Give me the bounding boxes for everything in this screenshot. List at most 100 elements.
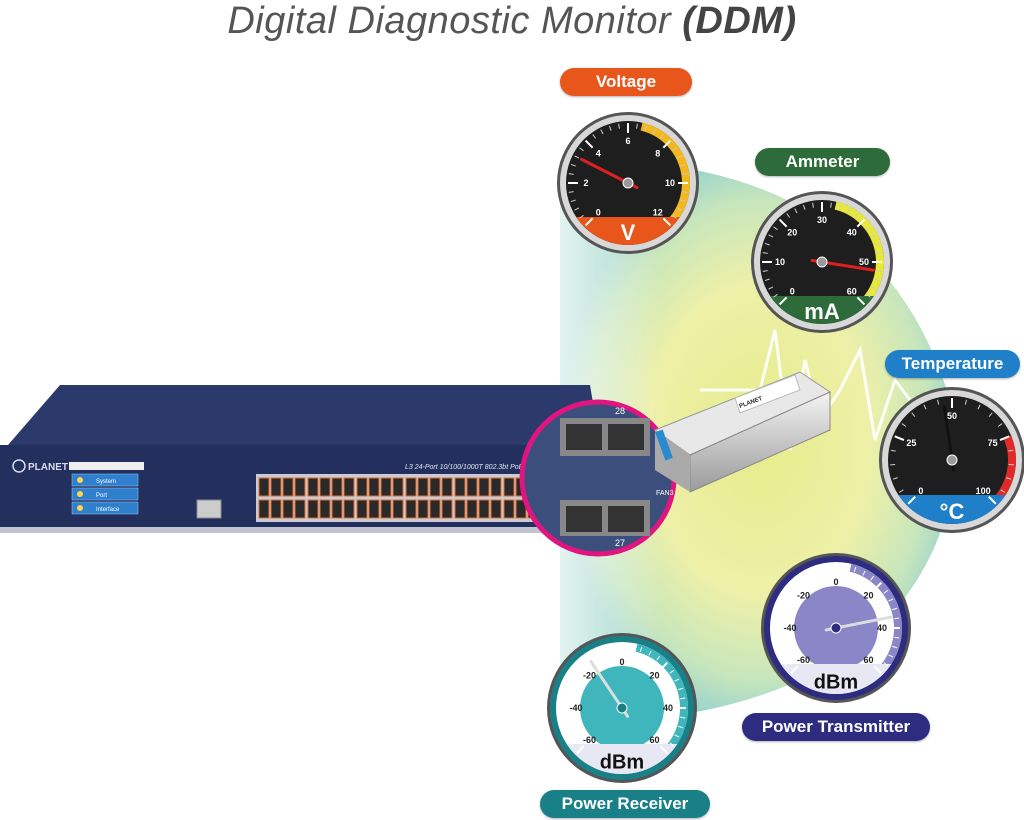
gauge-tick-label: 0 (596, 208, 601, 218)
gauge-tick-label: -40 (569, 703, 582, 713)
gauge-tick (608, 125, 612, 131)
sfp-port-28-label: 28 (615, 406, 625, 416)
gauge-tick (656, 655, 661, 661)
rj45-port (429, 477, 441, 497)
gauge-tick (564, 734, 570, 738)
gauge-tick (870, 234, 876, 238)
gauge-tick (773, 226, 778, 231)
menu-button-system (71, 473, 139, 487)
gauge-needle-hub (830, 622, 842, 634)
gauge-tick (662, 139, 672, 149)
gauge-label-ammeter: Ammeter (755, 148, 890, 176)
gauge-tick (583, 655, 588, 661)
gauge-tick (652, 129, 656, 135)
switch-model-text: L3 24-Port 10/100/1000T 802.3bt PoE (405, 464, 524, 471)
gauge-tick (764, 278, 770, 282)
gauge-label-voltage: Voltage (560, 68, 692, 96)
menu-button-port (71, 487, 139, 501)
gauge-tick (584, 139, 594, 149)
rj45-port (307, 477, 319, 497)
gauge-tick (600, 129, 604, 135)
gauge-tick (883, 589, 889, 594)
gauge-tick (838, 204, 842, 210)
gauge-tick (762, 252, 768, 254)
gauge-tick (558, 697, 564, 700)
gauge-tick (677, 687, 684, 691)
gauge-tick-label: 4 (596, 148, 601, 158)
gauge-tick-label: 75 (988, 438, 998, 448)
rj45-port (282, 499, 294, 519)
gauge-unit-label: dBm (814, 672, 858, 694)
gauge-tick-label: -40 (783, 623, 796, 633)
rj45-port (270, 477, 282, 497)
rj45-port (392, 477, 404, 497)
gauge-tick (825, 564, 828, 570)
gauge-tick (964, 399, 967, 405)
gauge-tick (576, 662, 585, 671)
gauge-tick (937, 399, 940, 405)
gauge-tick (894, 435, 905, 442)
menu-icon (77, 477, 83, 483)
gauge-tick (772, 636, 778, 639)
rj45-port (441, 499, 453, 519)
gauge-tick (768, 286, 774, 290)
menu-icon (77, 505, 83, 511)
gauge-unit-plate (770, 296, 874, 325)
gauge-tick (680, 716, 686, 719)
gauge-needle-hub (816, 256, 828, 268)
rj45-port (380, 499, 392, 519)
gauge-tick (999, 435, 1010, 442)
rj45-port (294, 499, 306, 519)
rj45-port (356, 499, 368, 519)
gauge-tick-label: 40 (877, 623, 887, 633)
gauge-needle-hub (946, 454, 958, 466)
gauge-tick-label: -60 (583, 735, 596, 745)
gauge-tick (773, 293, 778, 298)
gauge-tick-label: 10 (665, 178, 675, 188)
gauge-unit-label: mA (804, 299, 840, 324)
gauge-tick (630, 644, 633, 650)
rj45-port (258, 477, 270, 497)
gauge-tick (680, 697, 686, 700)
gauge-tick (592, 134, 597, 139)
gauge-tick (1008, 449, 1014, 452)
gauge-tick (674, 678, 680, 682)
gauge-label-temperature: Temperature (885, 350, 1020, 378)
rj45-port (319, 477, 331, 497)
gauge-unit-plate (566, 744, 678, 774)
gauge-tick (883, 662, 889, 667)
gauge-tick-label: 8 (655, 148, 660, 158)
gauge-tick-label: -60 (797, 655, 810, 665)
gauge-tick (830, 202, 832, 208)
gauge-tick (618, 123, 620, 129)
rj45-port (380, 477, 392, 497)
gauge-tick (772, 617, 778, 620)
gauge-tick (898, 489, 904, 493)
rj45-port (441, 477, 453, 497)
rj45-port (405, 477, 417, 497)
gauge-tick (669, 669, 675, 674)
gauge-tick-label: 6 (625, 136, 630, 146)
gauge-range-highlight (635, 643, 688, 755)
gauge-tick (644, 125, 648, 131)
gauge-tick (790, 582, 799, 591)
gauge-needle-hub (622, 177, 634, 189)
gauge-tick (560, 687, 567, 691)
gauge-tick (659, 662, 668, 671)
gauge-tick-label: -20 (583, 670, 596, 680)
gauge-tick (778, 296, 788, 306)
gauge-tick (806, 570, 810, 576)
gauge-tick (778, 598, 784, 602)
menu-icon (77, 491, 83, 497)
rj45-port (368, 499, 380, 519)
gauge-tick (682, 173, 688, 175)
gauge-tick (890, 449, 896, 452)
gauge-tick (891, 607, 898, 611)
rj45-port (331, 477, 343, 497)
gauge-tick (639, 646, 643, 653)
rj45-port (307, 499, 319, 519)
gauge-tick-label: 25 (906, 438, 916, 448)
